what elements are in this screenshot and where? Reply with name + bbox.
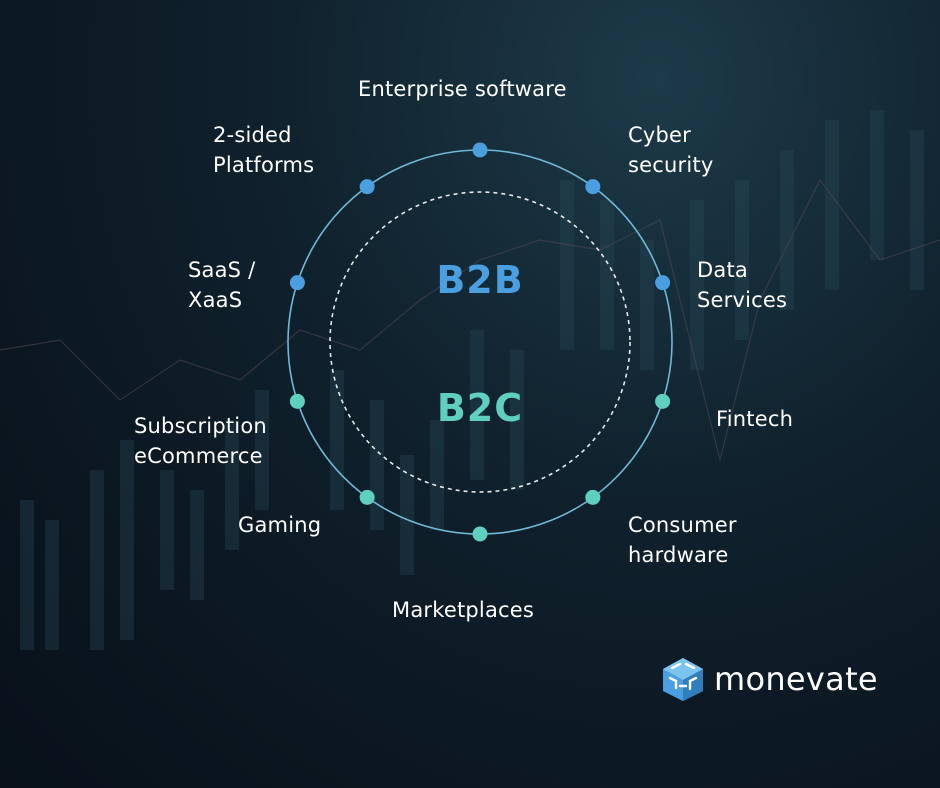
label-fintech: Fintech xyxy=(716,407,794,431)
monevate-cube-logo-icon xyxy=(663,658,703,701)
marker-data-services xyxy=(655,275,671,291)
marker-saas-xaas xyxy=(289,275,305,291)
marker-gaming xyxy=(359,489,375,505)
marker-cyber-security xyxy=(585,179,601,195)
marker-consumer-hardware xyxy=(585,489,601,505)
label-gaming: Gaming xyxy=(238,513,322,537)
marker-fintech xyxy=(655,393,671,409)
marker-marketplaces xyxy=(472,526,488,542)
label-marketplaces: Marketplaces xyxy=(392,598,535,622)
label-saas-xaas: SaaS /XaaS xyxy=(188,258,256,312)
inner-dashed-ring xyxy=(329,191,631,493)
brand-logo: monevate xyxy=(660,654,878,704)
outer-ring xyxy=(287,149,673,535)
label-enterprise-software: Enterprise software xyxy=(358,77,567,101)
marker-subscription-ecommerce xyxy=(289,393,305,409)
marker-enterprise-software xyxy=(472,142,488,158)
b2c-center-label: B2C xyxy=(436,386,524,430)
marker-2-sided-platforms xyxy=(359,179,375,195)
b2b-center-label: B2B xyxy=(436,258,524,302)
brand-name: monevate xyxy=(714,660,878,698)
